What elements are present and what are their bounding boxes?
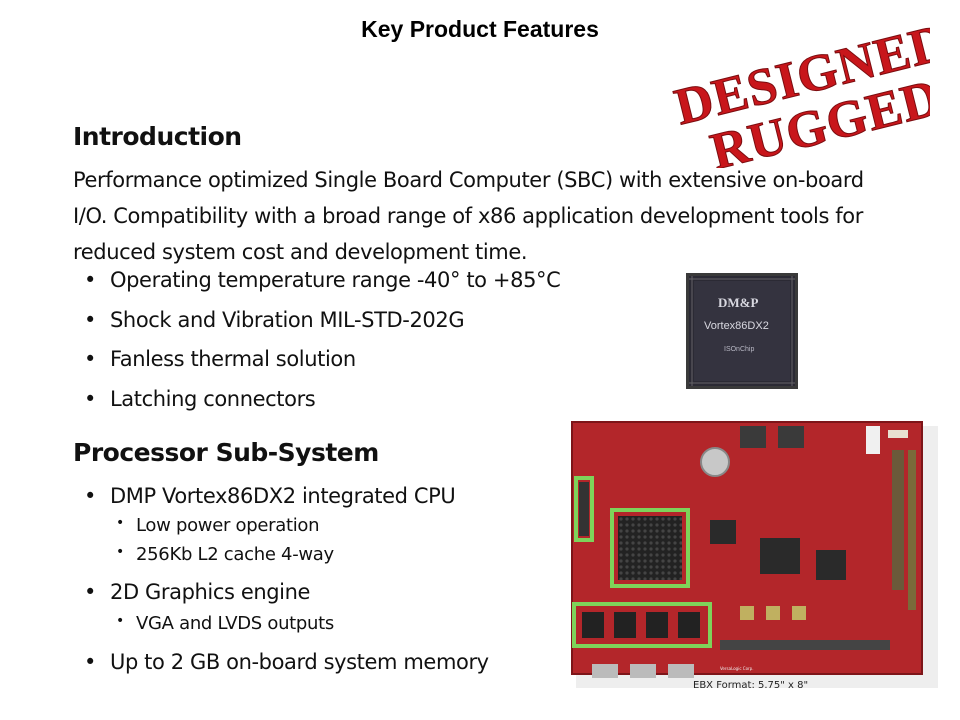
list-item: Fanless thermal solution (73, 347, 560, 387)
list-item: DMP Vortex86DX2 integrated CPU (73, 484, 456, 514)
list-item: VGA and LVDS outputs (110, 613, 334, 642)
chip-sub: ISOnChip (724, 346, 754, 353)
processor-heading: Processor Sub-System (73, 438, 379, 467)
list-item: 256Kb L2 cache 4-way (110, 544, 334, 573)
graphics-sublist: VGA and LVDS outputs (110, 613, 334, 642)
graphics-list: 2D Graphics engine (73, 580, 310, 610)
list-item: 2D Graphics engine (73, 580, 310, 610)
processor-list: DMP Vortex86DX2 integrated CPU (73, 484, 456, 514)
cpu-chip-image: DM&P Vortex86DX2 ISOnChip (686, 273, 798, 389)
board-caption: EBX Format: 5.75" x 8" (693, 680, 809, 691)
list-item: Up to 2 GB on-board system memory (73, 650, 489, 680)
slide-title: Key Product Features (361, 16, 599, 42)
list-item: Operating temperature range -40° to +85°… (73, 268, 561, 308)
chip-model: Vortex86DX2 (704, 320, 769, 332)
list-item: Shock and Vibration MIL-STD-202G (73, 308, 560, 347)
processor-sublist: Low power operation 256Kb L2 cache 4-way (110, 515, 334, 573)
memory-list: Up to 2 GB on-board system memory (73, 650, 489, 680)
introduction-paragraph: Performance optimized Single Board Compu… (73, 168, 864, 264)
svg-text:VersaLogic Corp.: VersaLogic Corp. (720, 666, 754, 671)
list-item: Low power operation (110, 515, 334, 544)
sbc-board-image: VersaLogic Corp. (571, 421, 938, 688)
chip-brand: DM&P (718, 295, 758, 310)
list-item: Latching connectors (73, 387, 560, 427)
feature-list: Operating temperature range -40° to +85°… (73, 268, 561, 427)
designed-rugged-stamp: DESIGNED RUGGED! (669, 18, 930, 168)
introduction-heading: Introduction (73, 122, 242, 151)
